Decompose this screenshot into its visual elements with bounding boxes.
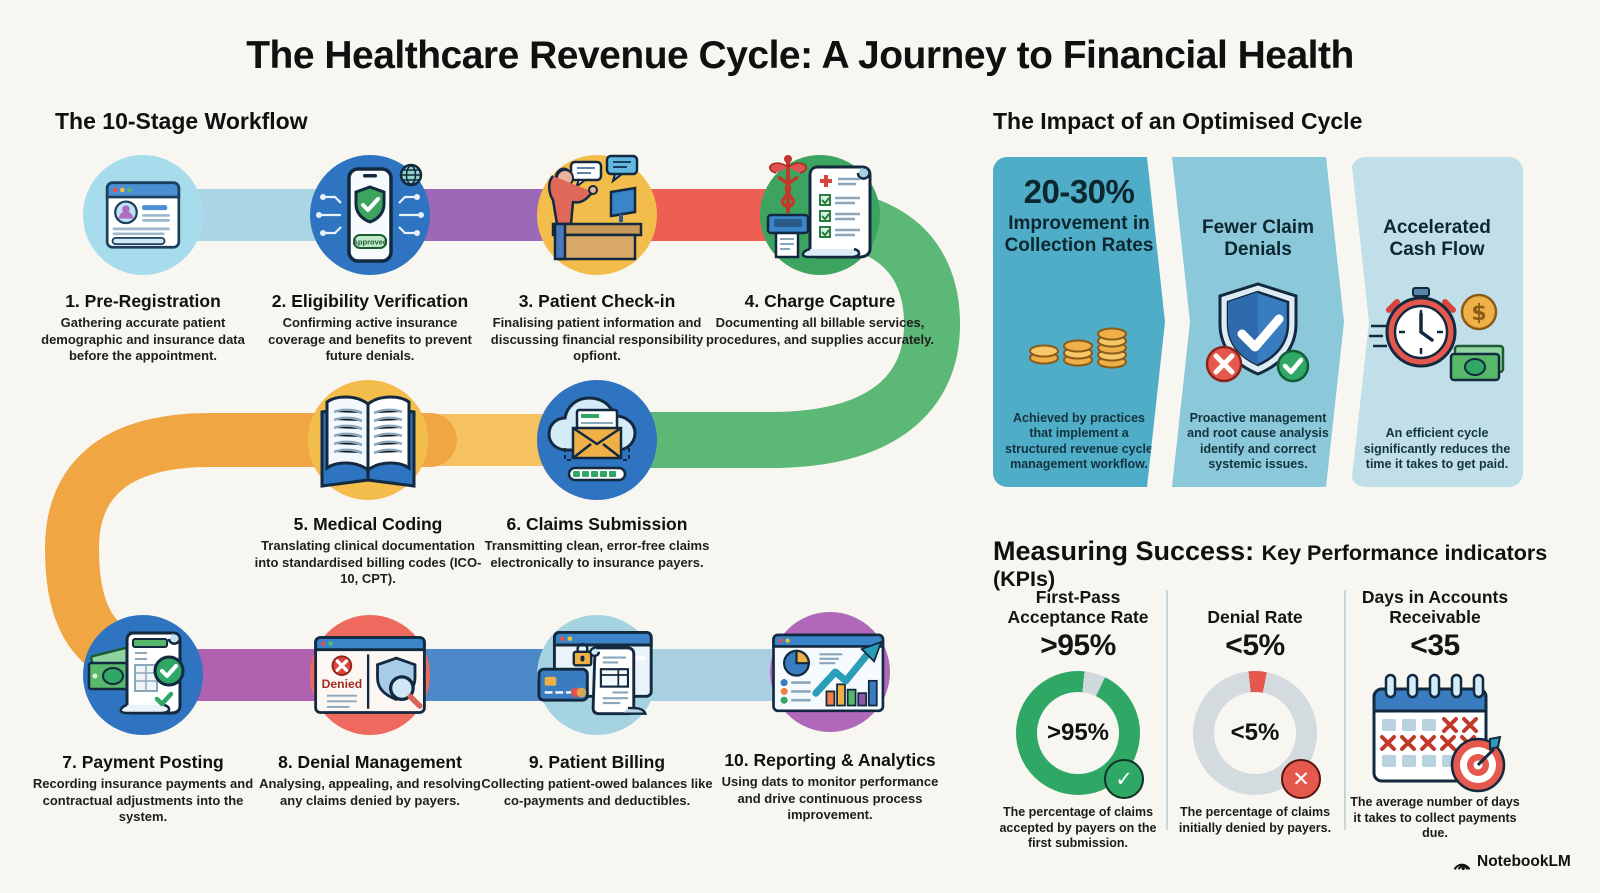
kpi-value: >95% (1040, 629, 1116, 662)
stage-4-circle (760, 155, 880, 275)
kpi-title: Denial Rate (1207, 606, 1303, 627)
stage-2-label: 2. Eligibility Verification Confirming a… (254, 291, 486, 365)
stage-10-circle (770, 612, 890, 732)
kpi-value: <35 (1410, 629, 1460, 662)
notebooklm-brand: NotebookLM (1452, 853, 1571, 871)
impact-title: Improvement in Collection Rates (1004, 213, 1154, 256)
open-book-icon (320, 395, 416, 488)
stage-6-desc: Transmitting clean, error-free claims el… (484, 538, 710, 570)
stage-9-desc: Collecting patient-owed balances like co… (481, 776, 713, 808)
stage-6-label: 6. Claims Submission Transmitting clean,… (481, 514, 713, 571)
caduceus-scroll-icon (766, 155, 872, 259)
stage-5-circle (308, 380, 428, 500)
impact-stat: 20-30% (1023, 173, 1135, 210)
stage-4-label: 4. Charge Capture Documenting all billab… (704, 291, 936, 348)
donut-cross-icon: <5% ✕ (1193, 671, 1321, 799)
impact-desc: Achieved by practices that implement a s… (1005, 410, 1153, 472)
money-receipt-icon (87, 631, 185, 715)
stage-2-title: 2. Eligibility Verification (271, 291, 469, 311)
approved-badge-label: Approved (352, 238, 387, 247)
stage-5-title: 5. Medical Coding (293, 514, 443, 534)
stage-3-circle (537, 154, 657, 275)
kpi-days-in-ar: Days in Accounts Receivable <35 (1347, 585, 1523, 842)
stage-1-circle (83, 155, 203, 275)
kpi-denial-rate: Denial Rate <5% <5% ✕ The percentage of … (1167, 585, 1343, 836)
stage-2-desc: Confirming active insurance coverage and… (268, 315, 472, 363)
kpi-desc: The percentage of claims initially denie… (1178, 805, 1332, 835)
stage-7-title: 7. Payment Posting (62, 752, 224, 772)
check-badge-icon: ✓ (1104, 759, 1144, 799)
stage-10-label: 10. Reporting & Analytics Using dats to … (714, 750, 946, 824)
browser-profile-icon (105, 181, 181, 249)
stage-7-label: 7. Payment Posting Recording insurance p… (27, 752, 259, 826)
analytics-dashboard-icon (772, 633, 885, 713)
impact-desc: Proactive management and root cause anal… (1187, 410, 1329, 472)
impact-card-cash-flow: Accelerated Cash Flow $ An efficient cyc… (1351, 157, 1523, 487)
kpi-desc: The average number of days it takes to c… (1350, 795, 1520, 841)
phone-shield-icon: Approved (316, 163, 424, 263)
stage-5-desc: Translating clinical documentation into … (254, 538, 482, 586)
impact-card-collection-rates: 20-30% Improvement in Collection Rates A… (993, 157, 1165, 487)
stage-9-circle (537, 615, 657, 735)
stage-7-desc: Recording insurance payments and contrac… (32, 776, 254, 824)
stage-3-title: 3. Patient Check-in (518, 291, 676, 311)
stage-3-desc: Finalising patient information and discu… (490, 315, 704, 363)
impact-desc: An efficient cycle significantly reduces… (1363, 426, 1511, 472)
stage-4-title: 4. Charge Capture (744, 291, 896, 311)
cross-badge-icon: ✕ (1281, 759, 1321, 799)
notebooklm-logo-icon (1453, 863, 1471, 871)
stage-6-circle (537, 380, 657, 500)
page-title: The Healthcare Revenue Cycle: A Journey … (246, 34, 1354, 77)
stage-9-title: 9. Patient Billing (528, 752, 666, 772)
calendar-target-icon (1360, 667, 1510, 793)
kpi-title: Days in Accounts Receivable (1361, 586, 1509, 627)
impact-title: Fewer Claim Denials (1202, 217, 1314, 260)
stopwatch-cash-icon: $ (1367, 261, 1507, 426)
stage-10-desc: Using dats to monitor performance and dr… (721, 774, 939, 822)
stage-5-label: 5. Medical Coding Translating clinical d… (252, 514, 484, 588)
stage-7-circle (83, 615, 203, 735)
stage-1-desc: Gathering accurate patient demographic a… (41, 315, 245, 363)
stage-1-label: 1. Pre-Registration Gathering accurate p… (27, 291, 259, 365)
stage-8-desc: Analysing, appealing, and resolving any … (259, 776, 481, 808)
stage-8-label: 8. Denial Management Analysing, appealin… (254, 752, 486, 809)
kpi-value: <5% (1225, 629, 1285, 662)
kpi-first-pass-acceptance: First-Pass Acceptance Rate >95% >95% ✓ T… (990, 585, 1166, 852)
acceptance-donut-value: >95% (1037, 692, 1119, 774)
stage-8-circle: Denied (310, 615, 430, 735)
donut-check-icon: >95% ✓ (1016, 671, 1144, 799)
kpi-desc: The percentage of claims accepted by pay… (999, 805, 1157, 851)
impact-heading: The Impact of an Optimised Cycle (993, 108, 1363, 134)
cloud-envelope-icon (547, 396, 637, 482)
stage-8-title: 8. Denial Management (278, 752, 462, 772)
stage-1-title: 1. Pre-Registration (65, 291, 221, 311)
kpi-heading: Measuring Success: Key Performance indic… (993, 536, 1600, 592)
stage-6-title: 6. Claims Submission (506, 514, 688, 534)
stage-9-label: 9. Patient Billing Collecting patient-ow… (481, 752, 713, 809)
denied-window-icon: Denied (314, 636, 426, 714)
kpi-heading-strong: Measuring Success: (993, 536, 1262, 566)
card-invoice-icon (537, 630, 653, 716)
notebooklm-label: NotebookLM (1477, 853, 1571, 870)
impact-card-fewer-denials: Fewer Claim Denials Proactive management… (1172, 157, 1344, 487)
stage-2-circle: Approved (310, 155, 430, 275)
kpi-heading-rest: Key Performance indicators (KPIs) (993, 541, 1548, 591)
stage-10-title: 10. Reporting & Analytics (724, 750, 936, 770)
denial-donut-value: <5% (1214, 692, 1296, 774)
denied-label: Denied (322, 677, 363, 691)
kpi-divider (1166, 590, 1168, 830)
workflow-heading: The 10-Stage Workflow (55, 108, 308, 134)
impact-title: Accelerated Cash Flow (1383, 217, 1491, 260)
coin-stacks-icon (1024, 257, 1134, 411)
kpi-title: First-Pass Acceptance Rate (1007, 586, 1149, 627)
reception-desk-icon (548, 154, 643, 261)
svg-text:$: $ (1471, 301, 1486, 326)
shield-check-icon (1198, 261, 1318, 411)
stage-4-desc: Documenting all billable services, proce… (705, 315, 935, 347)
kpi-divider (1344, 590, 1346, 830)
stage-3-label: 3. Patient Check-in Finalising patient i… (481, 291, 713, 365)
